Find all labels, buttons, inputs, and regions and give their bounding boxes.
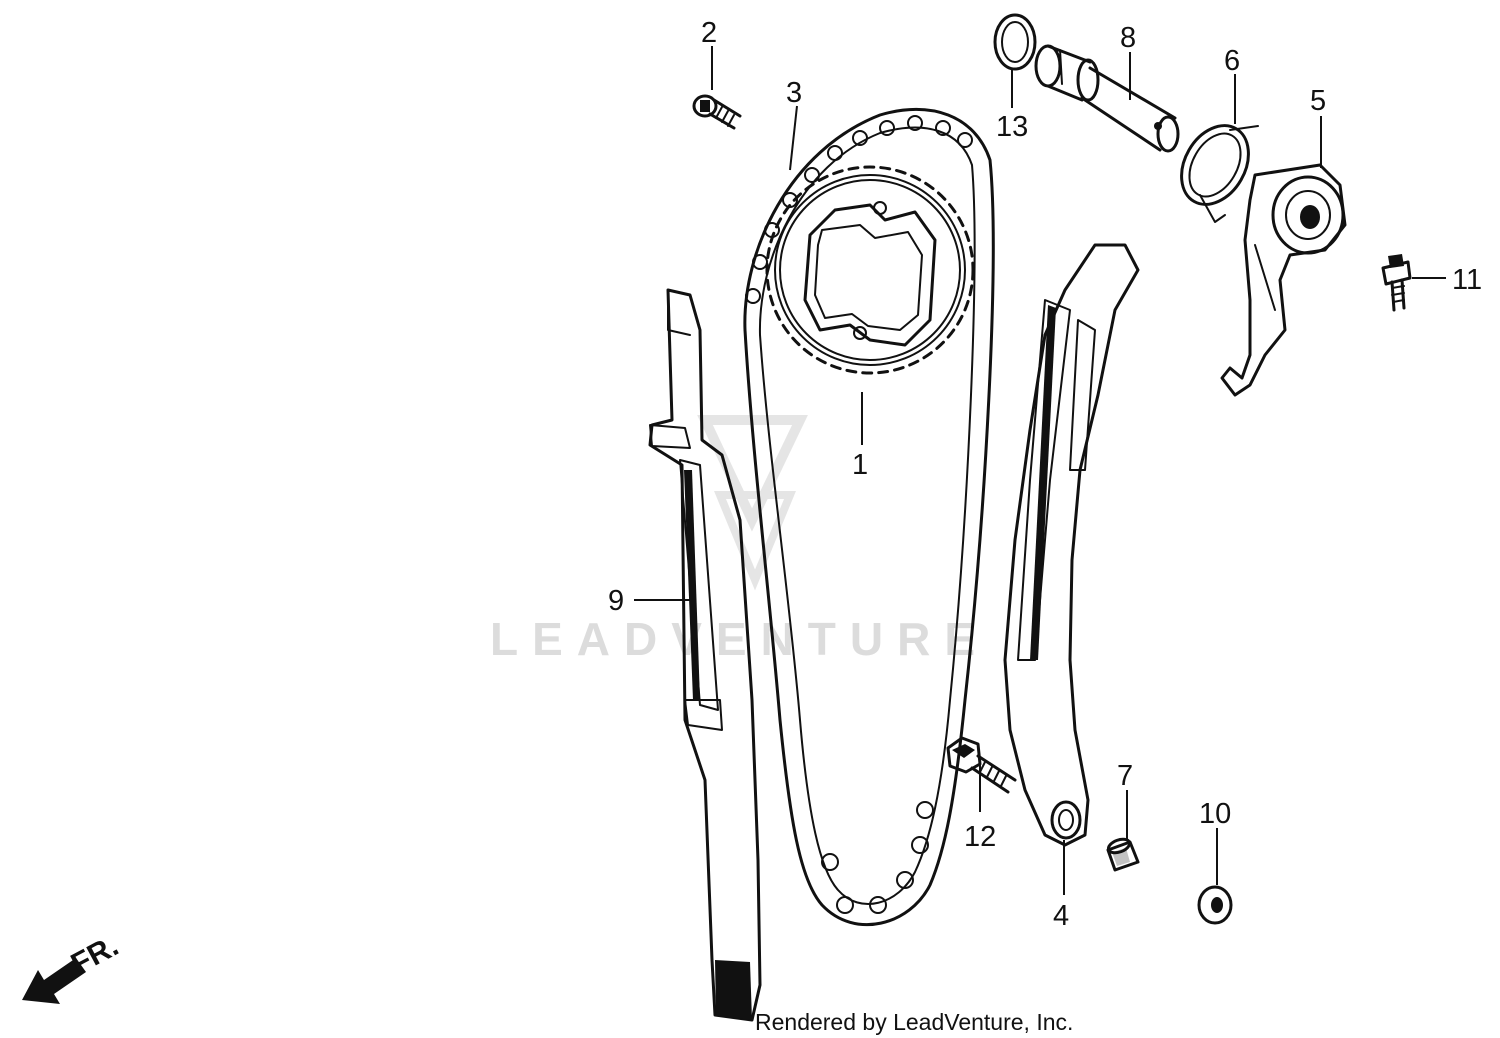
tensioner-shaft[interactable] — [1034, 44, 1180, 153]
callout-5-label: 5 — [1310, 85, 1326, 117]
callout-8-label: 8 — [1120, 22, 1136, 54]
chain-tensioner-arm[interactable] — [1003, 243, 1140, 847]
callout-9-label: 9 — [608, 585, 624, 617]
callout-3-label: 3 — [786, 77, 802, 109]
pivot-bolt[interactable] — [946, 736, 1017, 794]
callout-12: 12 — [964, 760, 996, 853]
callout-12-label: 12 — [964, 821, 996, 853]
callout-4: 4 — [1053, 840, 1069, 932]
callout-7-label: 7 — [1117, 760, 1133, 792]
callout-1: 1 — [852, 392, 868, 481]
callout-4-label: 4 — [1053, 900, 1069, 932]
callout-11: 11 — [1412, 264, 1482, 296]
callout-10-label: 10 — [1199, 798, 1231, 830]
callout-10: 10 — [1199, 798, 1231, 885]
bolt-flange[interactable] — [1381, 254, 1412, 312]
callout-6: 6 — [1224, 45, 1240, 124]
front-direction-indicator: FR. — [22, 929, 124, 1004]
cam-chain[interactable] — [743, 107, 995, 927]
callout-13-label: 13 — [996, 111, 1028, 143]
callout-6-label: 6 — [1224, 45, 1240, 77]
callout-1-label: 1 — [852, 449, 868, 481]
callout-3: 3 — [786, 77, 802, 171]
watermark-text: LEADVENTURE — [490, 613, 989, 665]
callout-5: 5 — [1310, 85, 1326, 168]
callout-2-label: 2 — [701, 17, 717, 49]
chain-links-bottom — [821, 801, 934, 914]
collar[interactable] — [1106, 837, 1140, 872]
callout-11-label: 11 — [1452, 264, 1482, 296]
o-ring[interactable] — [993, 13, 1037, 71]
cam-sprocket[interactable] — [765, 165, 975, 375]
render-credit: Rendered by LeadVenture, Inc. — [755, 1009, 1073, 1035]
chain-guide-left[interactable] — [648, 288, 762, 1022]
callout-9: 9 — [608, 585, 694, 617]
washer[interactable] — [1197, 885, 1233, 925]
callout-2: 2 — [701, 17, 717, 90]
tensioner-pulley-arm[interactable] — [1220, 163, 1347, 397]
tensioner-spring[interactable] — [1168, 114, 1262, 223]
front-arrow-icon — [22, 958, 86, 1004]
callout-8: 8 — [1120, 22, 1136, 100]
callout-13: 13 — [996, 70, 1028, 143]
callout-7: 7 — [1117, 760, 1133, 840]
bolt-small[interactable] — [692, 94, 742, 130]
